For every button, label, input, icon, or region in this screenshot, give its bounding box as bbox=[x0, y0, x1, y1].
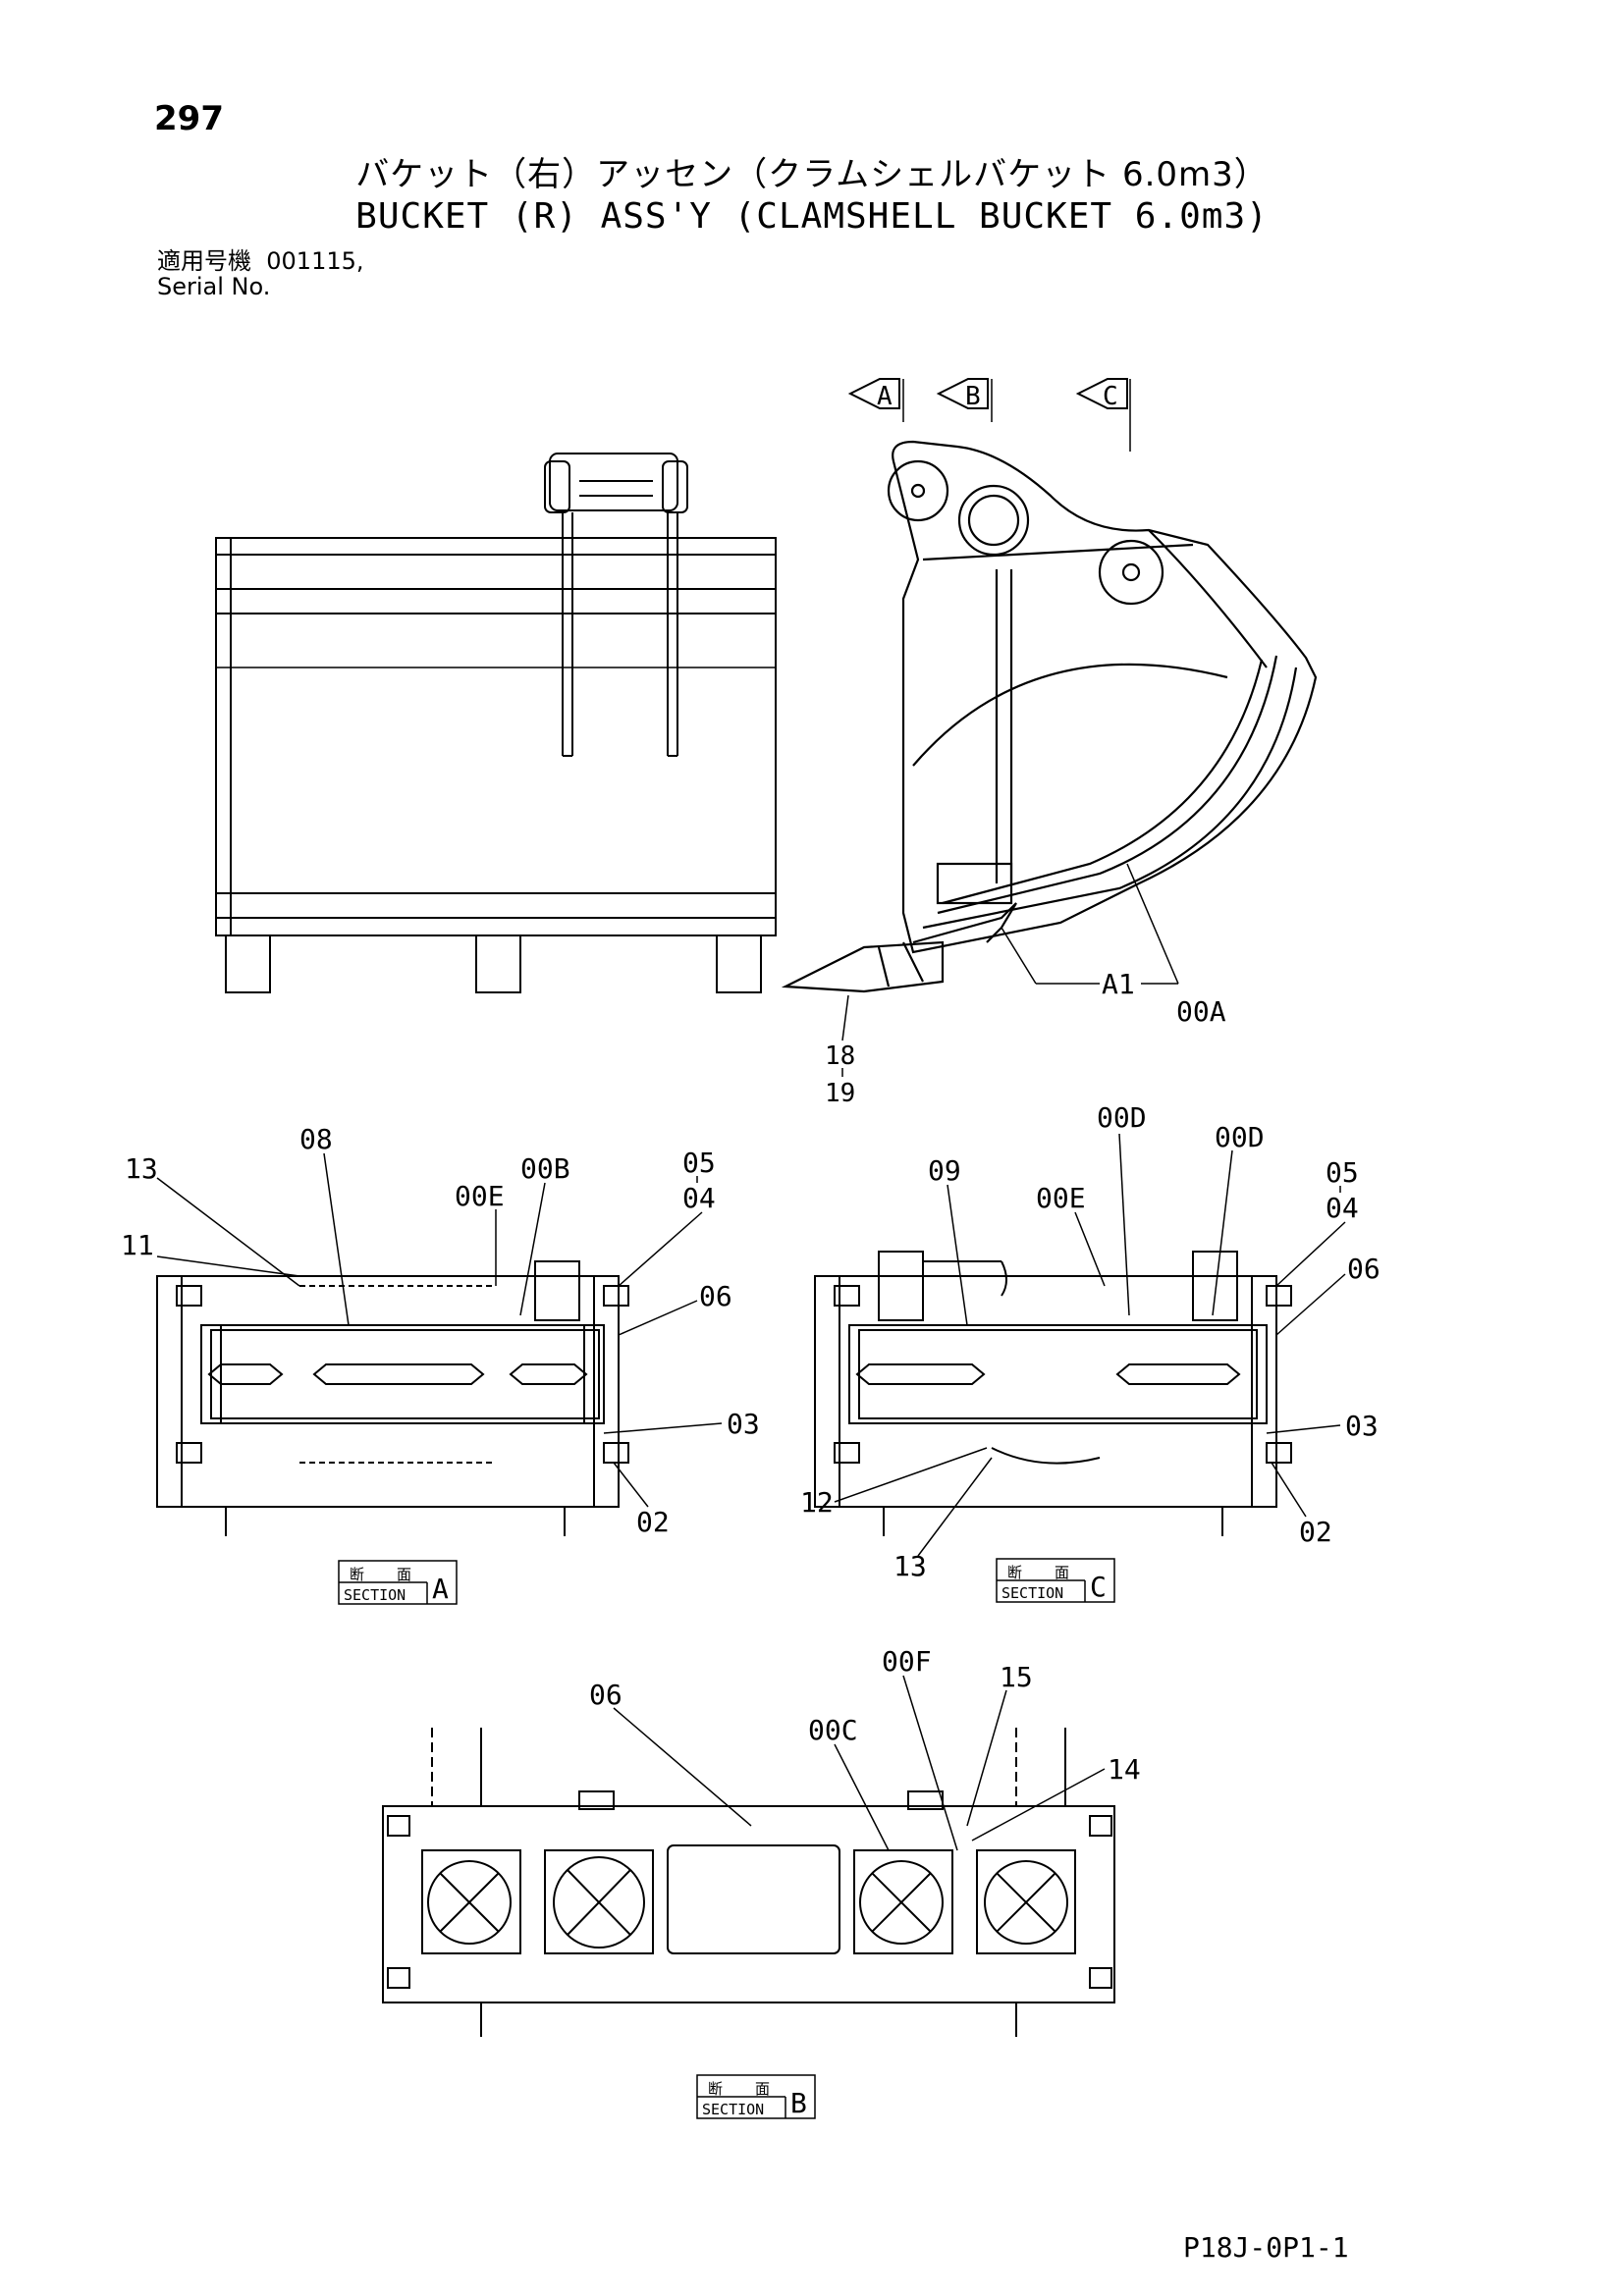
view-marker-b-label: B bbox=[965, 382, 981, 411]
callout-c-00e: 00E bbox=[1036, 1182, 1086, 1214]
callout-c-02: 02 bbox=[1299, 1516, 1332, 1548]
serial-block: 適用号機 001115, Serial No. bbox=[157, 248, 364, 299]
section-c-jp-1: 断 bbox=[1007, 1564, 1022, 1581]
bucket-side-view bbox=[781, 440, 1318, 993]
section-b-en: SECTION bbox=[702, 2101, 764, 2118]
callout-a-11: 11 bbox=[121, 1229, 154, 1261]
section-b-jp-2: 面 bbox=[755, 2080, 770, 2098]
callout-c-06: 06 bbox=[1347, 1253, 1380, 1285]
section-c-drawing bbox=[814, 1251, 1292, 1536]
callout-a-00b: 00B bbox=[520, 1152, 570, 1185]
section-b-label: 断 面 SECTION B bbox=[696, 2074, 816, 2119]
callout-a-13: 13 bbox=[125, 1152, 158, 1185]
serial-row-jp: 適用号機 001115, bbox=[157, 248, 364, 274]
callout-19: 19 bbox=[825, 1079, 855, 1108]
bucket-front-view bbox=[215, 453, 777, 993]
view-marker-a: A bbox=[847, 378, 904, 422]
side-view-callouts: A1 00A 18 19 bbox=[825, 863, 1226, 1108]
section-c-label: 断 面 SECTION C bbox=[996, 1558, 1115, 1603]
callout-c-03: 03 bbox=[1345, 1410, 1379, 1442]
section-b-letter: B bbox=[790, 2087, 807, 2119]
serial-value: 001115, bbox=[266, 247, 364, 275]
callout-c-12: 12 bbox=[800, 1486, 834, 1519]
section-a-en: SECTION bbox=[344, 1586, 406, 1604]
section-a-jp-1: 断 bbox=[350, 1566, 364, 1583]
callout-b-06: 06 bbox=[589, 1679, 623, 1711]
callout-a-00e: 00E bbox=[455, 1180, 505, 1212]
section-b-jp-1: 断 bbox=[708, 2080, 723, 2098]
callout-a-04: 04 bbox=[682, 1182, 716, 1214]
callout-c-00d-1: 00D bbox=[1097, 1101, 1147, 1134]
section-a-jp-2: 面 bbox=[397, 1566, 411, 1583]
serial-label-en: Serial No. bbox=[157, 273, 271, 300]
callout-b-00f: 00F bbox=[882, 1645, 932, 1678]
view-marker-c: C bbox=[1075, 378, 1131, 452]
section-c-letter: C bbox=[1090, 1571, 1107, 1603]
section-c-en: SECTION bbox=[1001, 1584, 1063, 1602]
callout-c-13: 13 bbox=[893, 1550, 927, 1582]
section-a-drawing bbox=[156, 1260, 629, 1536]
section-c-callouts: 09 00E 00D 00D 05 04 06 03 02 12 13 bbox=[800, 1101, 1380, 1582]
callout-a-08: 08 bbox=[299, 1123, 333, 1155]
view-marker-c-label: C bbox=[1103, 382, 1118, 411]
section-c-jp-2: 面 bbox=[1055, 1564, 1069, 1581]
callout-b-00c: 00C bbox=[808, 1714, 858, 1746]
callout-a-03: 03 bbox=[727, 1408, 760, 1440]
callout-a-05: 05 bbox=[682, 1147, 716, 1179]
section-a-letter: A bbox=[432, 1573, 449, 1605]
callout-c-05: 05 bbox=[1326, 1156, 1359, 1189]
callout-b-14: 14 bbox=[1108, 1753, 1141, 1786]
callout-a-02: 02 bbox=[636, 1506, 670, 1538]
section-a-callouts: 13 08 11 00E 00B 05 04 06 03 02 bbox=[121, 1123, 760, 1538]
callout-c-04: 04 bbox=[1326, 1192, 1359, 1224]
section-a-label: 断 面 SECTION A bbox=[338, 1560, 458, 1605]
view-marker-a-label: A bbox=[877, 382, 893, 411]
callout-c-00d-2: 00D bbox=[1215, 1121, 1265, 1153]
page-code: P18J-0P1-1 bbox=[1183, 2231, 1349, 2264]
view-marker-b: B bbox=[936, 378, 993, 422]
callout-c-09: 09 bbox=[928, 1154, 961, 1187]
callout-a1: A1 bbox=[1102, 968, 1135, 1000]
serial-label-jp: 適用号機 bbox=[157, 247, 251, 275]
title-japanese: バケット（右）アッセン（クラムシェルバケット 6.0m3） bbox=[355, 155, 1269, 194]
callout-18: 18 bbox=[825, 1041, 855, 1071]
section-b-drawing bbox=[382, 1728, 1115, 2037]
section-b-callouts: 06 00F 15 00C 14 bbox=[589, 1645, 1141, 1851]
callout-b-15: 15 bbox=[1000, 1661, 1033, 1693]
page-number: 297 bbox=[154, 99, 224, 138]
callout-00a: 00A bbox=[1176, 995, 1226, 1028]
title-english: BUCKET (R) ASS'Y (CLAMSHELL BUCKET 6.0m3… bbox=[355, 196, 1269, 237]
callout-a-06: 06 bbox=[699, 1280, 732, 1312]
